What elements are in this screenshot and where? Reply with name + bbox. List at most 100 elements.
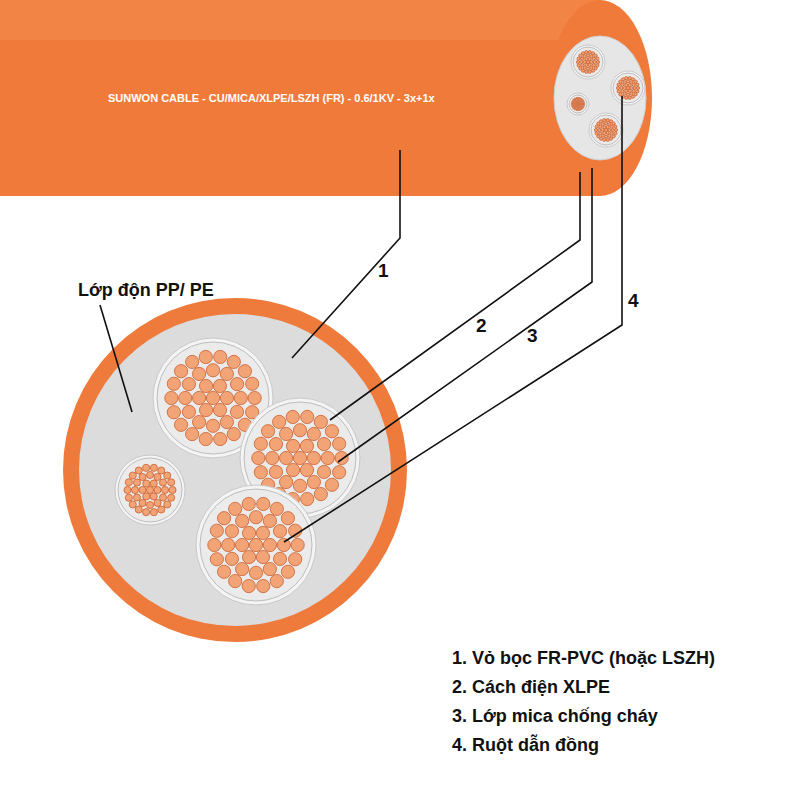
copper-strand [626,93,629,96]
copper-strand [599,132,602,135]
copper-strand [210,524,223,537]
copper-strand [633,86,636,89]
copper-strand [317,438,330,451]
copper-strand [139,473,146,480]
copper-strand [168,479,175,486]
copper-strand [631,95,634,98]
copper-strand [159,494,166,501]
copper-strand [174,365,187,378]
xlpe-insulation [115,455,185,525]
copper-strand [139,486,146,493]
copper-strand [256,526,269,539]
copper-strand [314,415,327,428]
copper-strand [307,427,320,440]
legend-line: 2. Cách điện XLPE [452,677,610,698]
copper-strand [291,538,304,551]
copper-strand [234,391,247,404]
copper-strand [133,494,140,501]
copper-strand [257,579,270,592]
copper-strand [583,101,585,103]
copper-strand [577,64,580,67]
copper-strand [236,562,249,575]
copper-strand [277,538,290,551]
section-filler [79,314,391,626]
copper-strand [193,367,206,380]
copper-strand [261,425,274,438]
copper-strand [150,493,157,500]
copper-strand [208,538,221,551]
xlpe-insulation [611,71,645,105]
copper-strand [636,83,639,86]
copper-strand [150,509,157,516]
copper-strand [135,506,142,513]
copper-strand [293,424,306,437]
copper-strand [133,479,140,486]
copper-strand [146,501,153,508]
leader-line [338,168,592,462]
copper-strand [614,132,617,135]
copper-strand [580,60,583,63]
copper-strand [286,463,299,476]
copper-strand [125,494,132,501]
leader-line [330,172,580,420]
copper-strand [174,418,187,431]
copper-strand [625,96,628,99]
copper-strand [596,57,599,60]
copper-strand [143,493,150,500]
copper-strand [269,438,282,451]
section-cores [115,338,360,605]
copper-strand [286,410,299,423]
mica-layer [118,458,182,522]
copper-strand [586,67,589,70]
copper-strand [588,70,591,73]
copper-strand [300,463,313,476]
copper-strand [249,538,262,551]
copper-strand [588,51,591,54]
copper-strand [612,122,615,125]
filler-label: Lớp độn PP/ PE [78,280,214,301]
copper-strand [597,135,600,138]
copper-strand [280,451,293,464]
callout-number: 1 [378,260,389,282]
xlpe-insulation [589,113,623,147]
copper-strand [256,550,269,563]
copper-strand [634,80,637,83]
copper-strand [616,86,619,89]
copper-strand [182,405,195,418]
copper-strand [270,502,283,515]
copper-strand [617,83,620,86]
copper-strand [594,54,597,57]
copper-strand [325,425,338,438]
copper-strand [236,538,249,551]
copper-strand [606,119,609,122]
copper-strand [146,471,153,478]
copper-strand [263,562,276,575]
copper-strand [603,119,606,122]
cable-end [548,0,652,196]
copper-strand [161,486,168,493]
copper-strand [263,538,276,551]
copper-strand [606,138,609,141]
copper-strand [301,492,314,505]
xlpe-insulation [240,398,360,518]
callout-number: 3 [527,325,538,347]
copper-strand [579,67,582,70]
copper-strand [585,51,588,54]
copper-strand [333,466,346,479]
copper-strand [586,54,589,57]
copper-strand [249,566,262,579]
callout-number: 4 [628,290,639,312]
copper-strand [281,565,294,578]
copper-strand [603,138,606,141]
copper-strand [583,103,585,105]
copper-strand [238,365,251,378]
copper-strand [610,125,613,128]
copper-strand [604,135,607,138]
copper-strand [199,403,212,416]
copper-strand [254,466,267,479]
copper-strand [307,475,320,488]
copper-strand [595,125,598,128]
copper-strand [146,486,153,493]
copper-strand [289,553,302,566]
copper-strand [636,90,639,93]
